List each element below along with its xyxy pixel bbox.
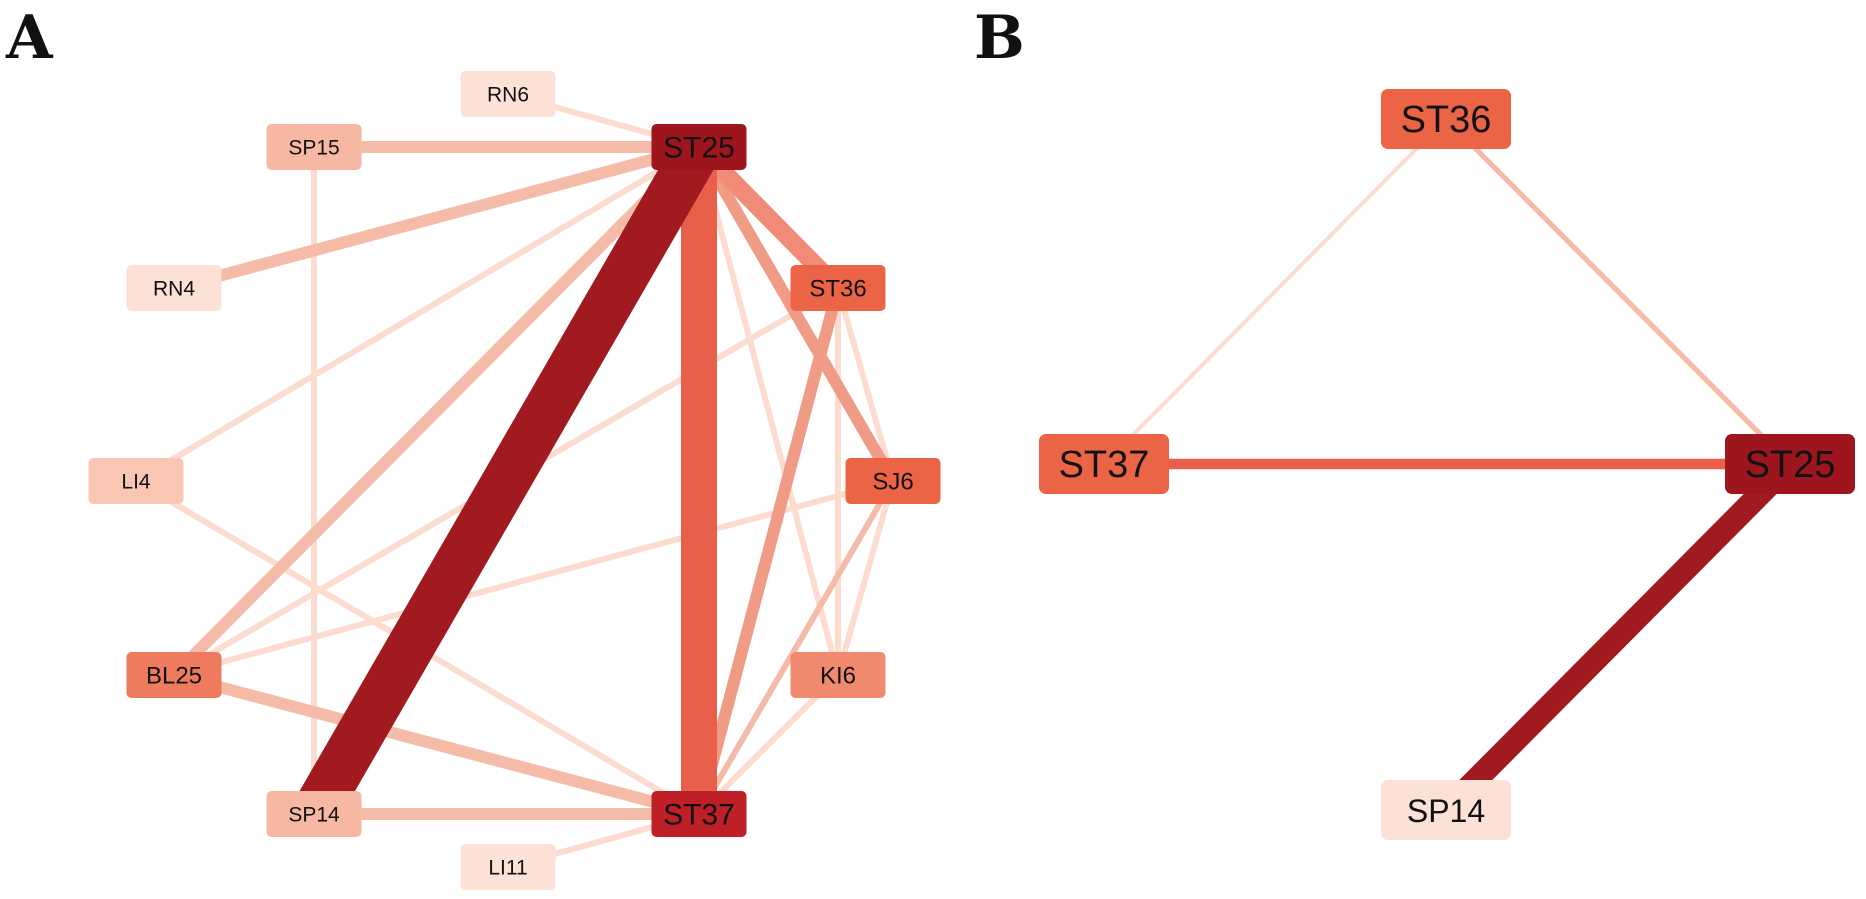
panel-a-node-label-ki6: KI6 [820,663,856,690]
panel-a-node-box-st37 [651,791,747,837]
panel-a-edge-bl25-st37 [172,669,701,820]
panel-a-edge-li4-st25 [134,144,701,484]
panel-a-node-sp14: SP14 [266,791,362,837]
panel-a-node-label-st37: ST37 [663,799,735,832]
panel-b-edge-sp14-st25 [1437,455,1799,819]
panel-a-edge-st36-sj6 [835,287,896,482]
panel-b-node-label-st25: ST25 [1745,444,1836,486]
panel-a-node-st36: ST36 [790,265,886,311]
panel-a-node-label-rn6: RN6 [487,84,529,107]
panel-a-edge-sp14-st25 [293,135,720,826]
panel-a-node-sj6: SJ6 [845,458,941,504]
panel-a-node-rn6: RN6 [460,71,556,117]
panel-a-edge-ki6-st37 [696,672,841,817]
panel-b-node-box-st36 [1381,89,1511,149]
panel-a-node-label-li11: LI11 [488,857,527,880]
panel-a-node-label-sj6: SJ6 [872,469,913,496]
panel-a-node-box-st25 [651,124,747,170]
panel-b-node-st37: ST37 [1039,434,1169,494]
panel-a-edge-st25-st36 [692,140,845,295]
panel-a-edge-rn4-st25 [172,141,701,294]
panel-a-node-label-li4: LI4 [121,471,151,494]
panel-a-node-box-st36 [790,265,886,311]
panel-b-node-label-st36: ST36 [1401,99,1492,141]
panel-a-node-sp15: SP15 [266,124,362,170]
panel-a-letter: A [5,3,54,73]
panel-a-node-box-rn4 [126,265,222,311]
panel-a-edge-st25-sj6 [693,143,899,485]
panel-a-node-box-bl25 [126,652,222,698]
panel-a-node-box-rn6 [460,71,556,117]
panel-a-node-box-ki6 [790,652,886,698]
panel-b-node-st25: ST25 [1725,434,1855,494]
panel-b-letter: B [974,3,1025,73]
panel-a-node-bl25: BL25 [126,652,222,698]
panel-a-node-label-sp15: SP15 [288,137,339,160]
panel-a-edge-sj6-st37 [696,479,896,816]
panel-a-node-label-st25: ST25 [663,132,735,165]
panel-b-node-box-sp14 [1381,780,1511,840]
panel-b-node-box-st25 [1725,434,1855,494]
panel-a-node-li11: LI11 [460,844,556,890]
panel-b-node-label-st37: ST37 [1059,444,1150,486]
panel-b-edge-st36-st25 [1444,117,1792,466]
panel-a-node-box-li4 [88,458,184,504]
panel-a-node-st25: ST25 [651,124,747,170]
panel-a-edge-st36-st37 [693,286,844,816]
panel-a-node-label-sp14: SP14 [288,804,340,827]
panel-a-edge-st25-ki6 [696,146,841,676]
panel-b-node-sp14: SP14 [1381,780,1511,840]
panel-b-node-label-sp14: SP14 [1407,793,1485,829]
panel-b-edge-st36-st37 [1102,117,1448,466]
panel-a-edge-bl25-st25 [169,142,704,680]
panel-a-edge-sj6-ki6 [835,480,896,676]
panel-a-node-box-sp15 [266,124,362,170]
panel-a-node-st37: ST37 [651,791,747,837]
panel-b-edges [1102,117,1799,819]
panel-a-node-ki6: KI6 [790,652,886,698]
panel-b-node-box-st37 [1039,434,1169,494]
panel-a-node-rn4: RN4 [126,265,222,311]
panel-b-node-st36: ST36 [1381,89,1511,149]
panel-a-node-label-bl25: BL25 [146,663,202,690]
panel-a-node-label-rn4: RN4 [153,278,195,301]
panel-a-node-box-sp14 [266,791,362,837]
panel-a-edges [134,91,899,870]
panel-a-node-box-sj6 [845,458,941,504]
panel-a-node-box-li11 [460,844,556,890]
panel-a-node-li4: LI4 [88,458,184,504]
panel-a-node-label-st36: ST36 [809,276,866,303]
